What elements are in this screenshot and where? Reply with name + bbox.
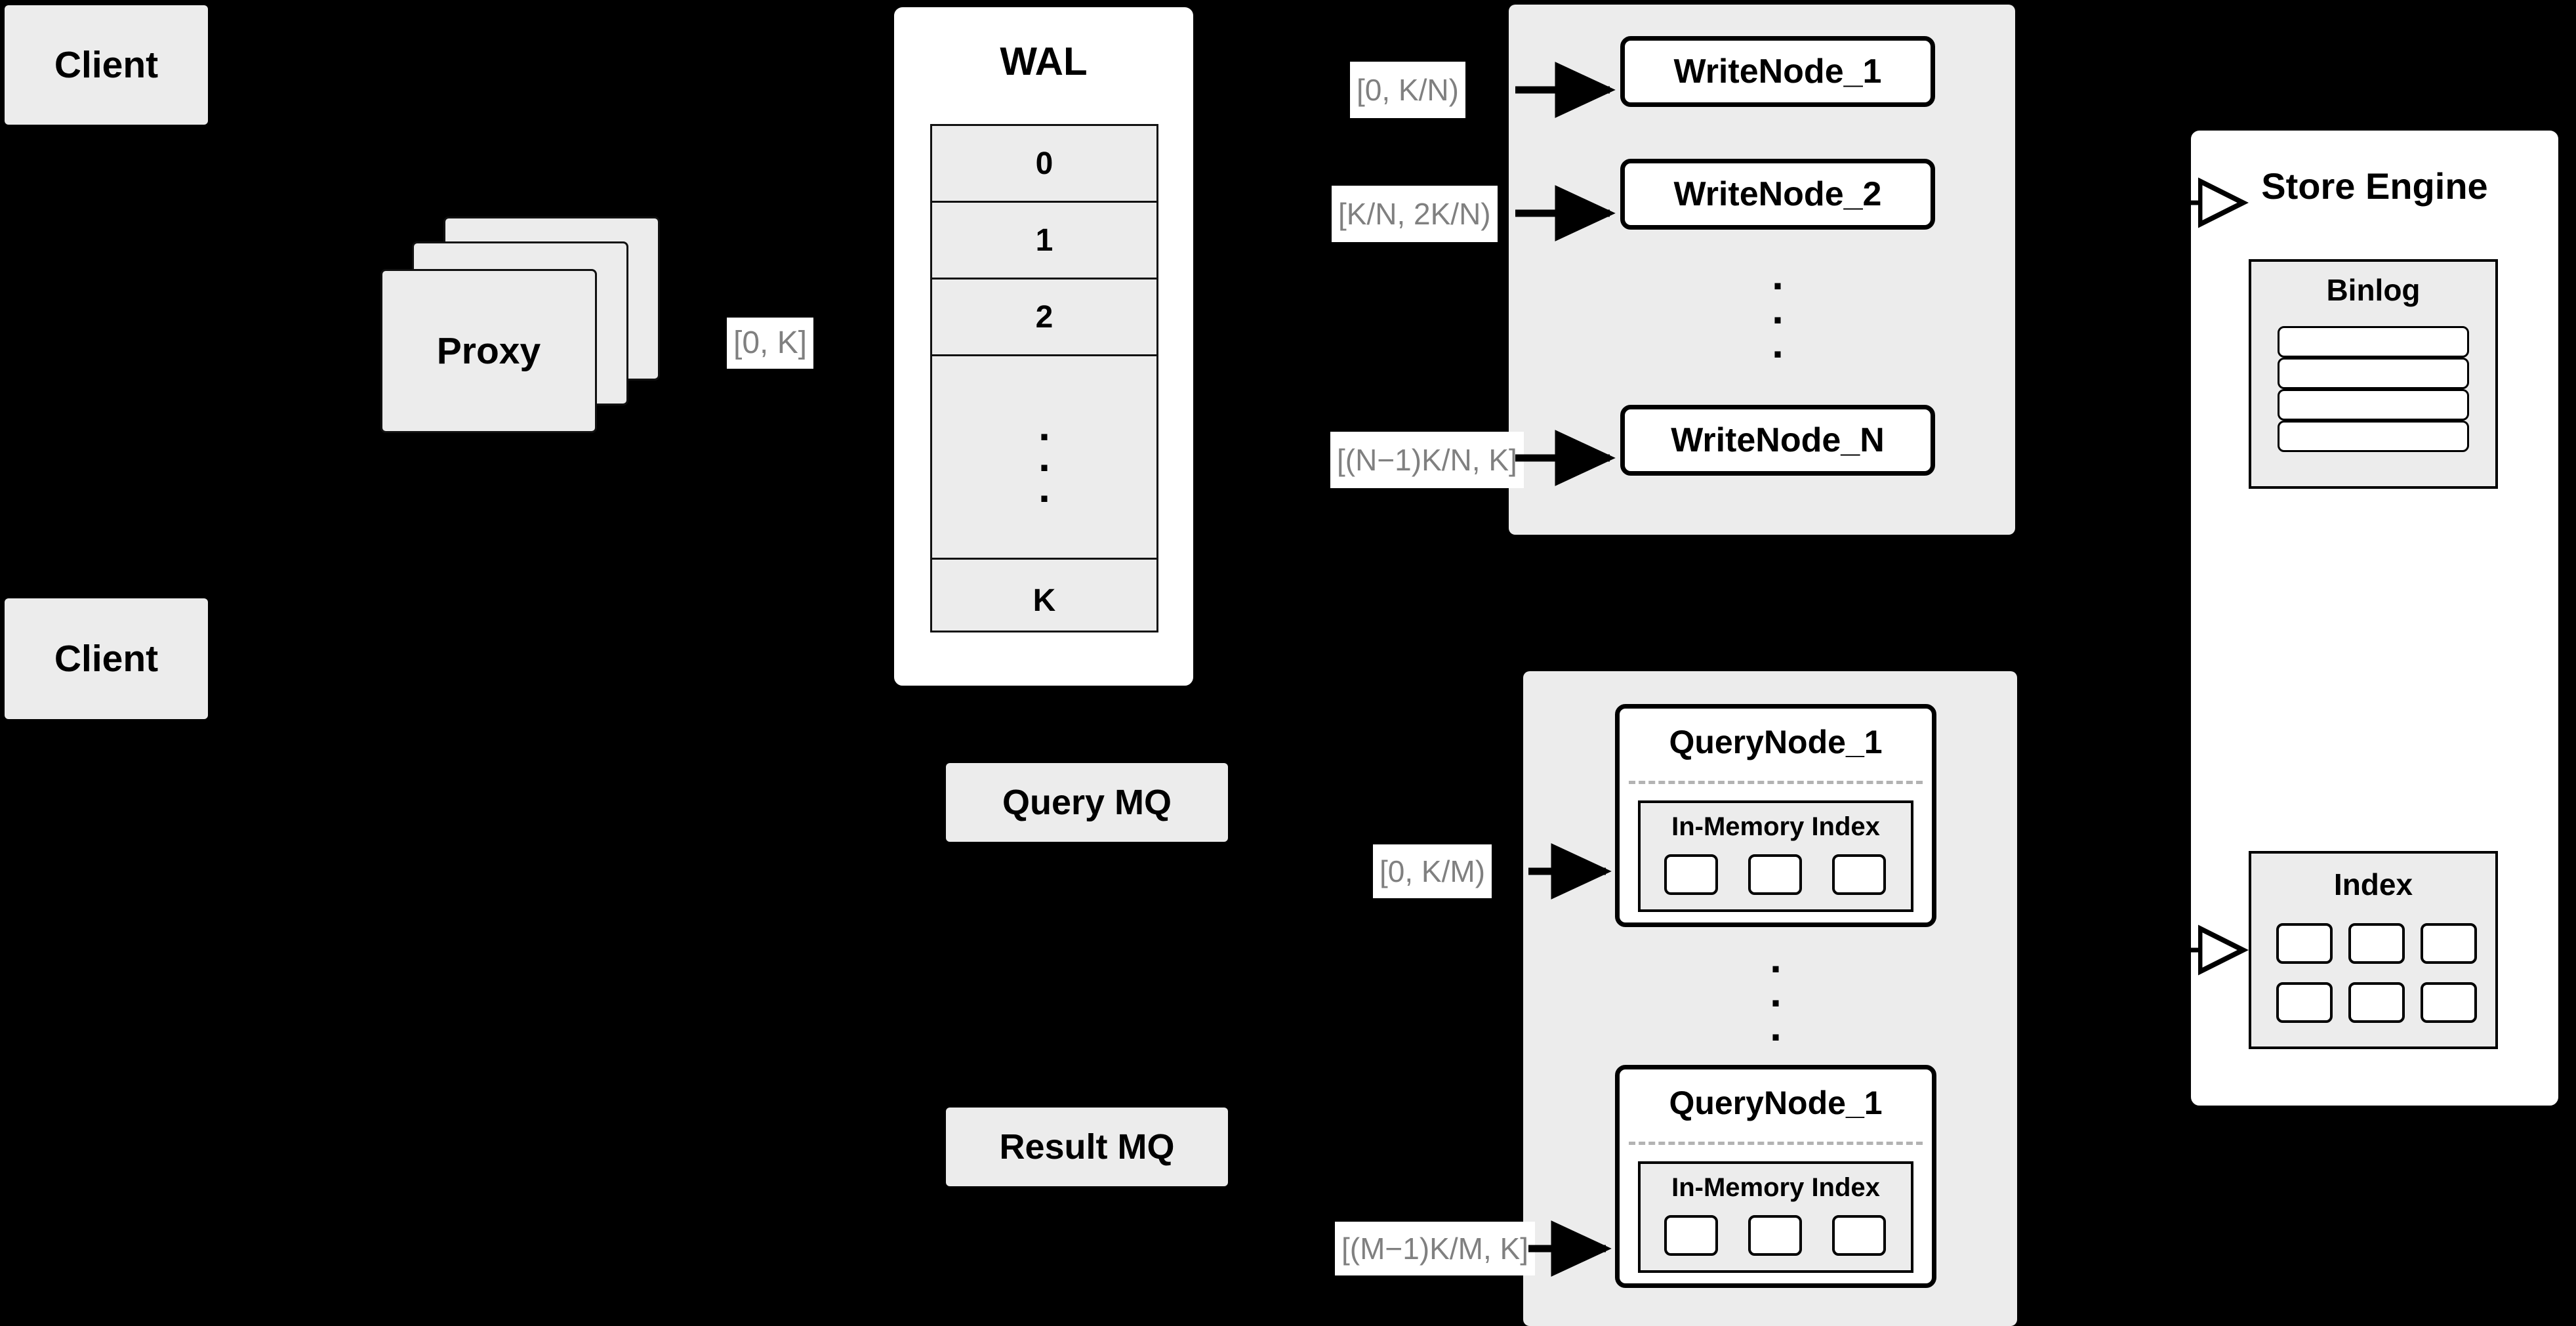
query-node-cluster: QueryNode_1 In-Memory Index . . . QueryN… — [1523, 671, 2017, 1326]
wal-panel: WAL 0 1 2 . . . K — [892, 5, 1195, 688]
edge-label-text: [0, K/M) — [1380, 854, 1486, 888]
query-node-1-label: QueryNode_1 — [1669, 724, 1883, 760]
write-node-1-label: WriteNode_1 — [1673, 52, 1882, 91]
query-node-m[interactable]: QueryNode_1 In-Memory Index — [1615, 1065, 1936, 1288]
index-chip — [2348, 982, 2405, 1023]
index-chip — [1664, 854, 1718, 895]
edge-label-text: [(M−1)K/M, K] — [1341, 1232, 1528, 1266]
query-node-m-label: QueryNode_1 — [1669, 1085, 1883, 1121]
index-chip — [2421, 923, 2477, 964]
wal-row: 2 — [932, 280, 1156, 356]
write-node-n[interactable]: WriteNode_N — [1620, 405, 1935, 476]
edge-label-text: [K/N, 2K/N) — [1338, 197, 1491, 231]
index-chip — [1748, 854, 1802, 895]
binlog-entry-bar — [2278, 358, 2469, 389]
proxy-stack: Proxy — [380, 217, 676, 433]
edge-label-text: [0, K/N) — [1357, 73, 1459, 107]
edge-label-wal-to-writenode-2: [K/N, 2K/N) — [1332, 186, 1498, 242]
index-chip — [1748, 1215, 1802, 1256]
wal-entry-table: 0 1 2 . . . K — [930, 124, 1158, 632]
query-node-m-index-label: In-Memory Index — [1671, 1173, 1880, 1202]
query-node-1-in-memory-index: In-Memory Index — [1638, 800, 1913, 912]
edge-label-text: [0, K] — [733, 325, 808, 360]
wal-row: K — [932, 560, 1156, 642]
proxy-label: Proxy — [436, 330, 541, 372]
write-node-2-label: WriteNode_2 — [1673, 175, 1882, 213]
query-node-1[interactable]: QueryNode_1 In-Memory Index — [1615, 704, 1936, 927]
index-chip — [2276, 923, 2333, 964]
binlog-entry-bar — [2278, 389, 2469, 421]
query-mq-label: Query MQ — [1002, 783, 1172, 822]
result-mq-box: Result MQ — [946, 1108, 1228, 1186]
index-chip — [2276, 982, 2333, 1023]
index-box: Index — [2249, 851, 2498, 1049]
proxy-card-front: Proxy — [380, 269, 597, 433]
write-node-2[interactable]: WriteNode_2 — [1620, 159, 1935, 230]
client-label-1: Client — [54, 44, 159, 86]
write-node-cluster: WriteNode_1 WriteNode_2 . . . WriteNode_… — [1509, 5, 2015, 535]
store-engine-panel: Store Engine Binlog Index — [2189, 129, 2560, 1108]
query-node-vertical-ellipsis-icon: . . . — [1770, 934, 1782, 1050]
write-node-1[interactable]: WriteNode_1 — [1620, 36, 1935, 107]
query-mq-box: Query MQ — [946, 763, 1228, 842]
wal-row-label: 1 — [1035, 222, 1053, 258]
wal-row-label: K — [1032, 583, 1056, 618]
index-title: Index — [2333, 867, 2413, 901]
edge-label-wal-to-writenode-1: [0, K/N) — [1350, 62, 1465, 118]
wal-row-label: 2 — [1035, 299, 1053, 335]
binlog-title: Binlog — [2326, 273, 2421, 307]
client-label-2: Client — [54, 638, 159, 680]
query-node-1-index-label: In-Memory Index — [1671, 812, 1880, 841]
wal-title: WAL — [1000, 39, 1088, 83]
edge-label-proxy-to-wal: [0, K] — [727, 318, 814, 369]
result-mq-label: Result MQ — [999, 1127, 1175, 1167]
write-node-n-label: WriteNode_N — [1671, 421, 1885, 459]
index-chip — [1832, 1215, 1886, 1256]
binlog-box: Binlog — [2249, 259, 2498, 489]
wal-row-label: 0 — [1035, 146, 1053, 181]
binlog-entry-bar — [2278, 326, 2469, 358]
client-box-2: Client — [5, 598, 208, 719]
store-engine-title: Store Engine — [2261, 165, 2488, 207]
index-chip — [2348, 923, 2405, 964]
edge-label-text: [(N−1)K/N, K] — [1337, 443, 1517, 477]
client-box-1: Client — [5, 5, 208, 125]
edge-label-wal-to-writenode-n: [(N−1)K/N, K] — [1330, 432, 1524, 488]
edge-label-mq-to-querynode-1: [0, K/M) — [1373, 844, 1492, 898]
vertical-ellipsis-icon: . . . — [1038, 402, 1050, 511]
query-node-m-in-memory-index: In-Memory Index — [1638, 1161, 1913, 1273]
write-node-vertical-ellipsis-icon: . . . — [1772, 251, 1784, 367]
wal-row: 1 — [932, 203, 1156, 280]
wal-row-ellipsis: . . . — [932, 356, 1156, 560]
binlog-entry-bar — [2278, 421, 2469, 452]
index-chip — [1664, 1215, 1718, 1256]
edge-label-mq-to-querynode-m: [(M−1)K/M, K] — [1335, 1222, 1535, 1275]
index-chip — [1832, 854, 1886, 895]
index-chip — [2421, 982, 2477, 1023]
query-node-m-separator — [1629, 1142, 1923, 1145]
wal-row: 0 — [932, 126, 1156, 203]
query-node-1-separator — [1629, 781, 1923, 784]
